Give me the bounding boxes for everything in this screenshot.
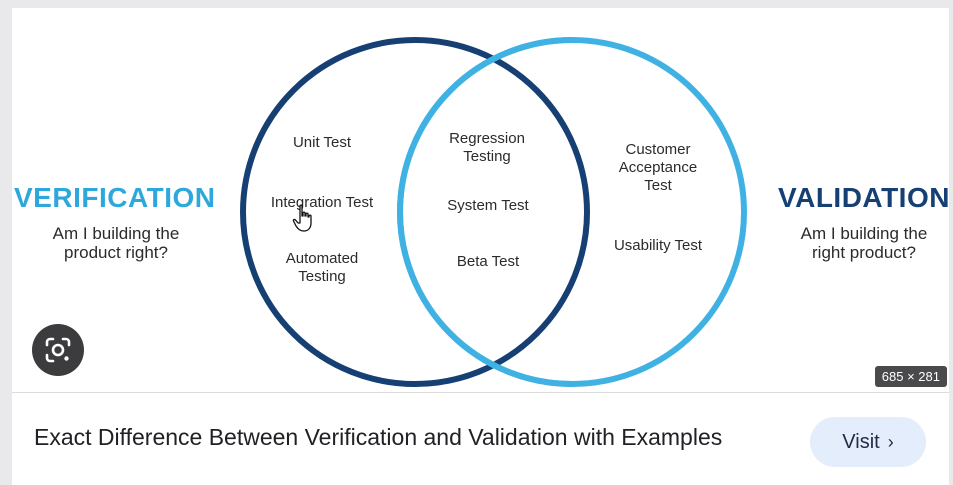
- google-lens-icon: [45, 337, 71, 363]
- verification-subtitle: Am I building the product right?: [52, 224, 180, 262]
- result-title[interactable]: Exact Difference Between Verification an…: [34, 424, 723, 450]
- verification-circle: [240, 37, 590, 387]
- left-item-integration-test: Integration Test: [270, 194, 374, 211]
- hand-cursor-icon: [292, 204, 312, 232]
- middle-item-system-test: System Test: [447, 197, 529, 214]
- validation-subtitle: Am I building the right product?: [800, 224, 928, 262]
- image-dimensions-badge: 685 × 281: [874, 366, 947, 387]
- lens-search-button[interactable]: [32, 324, 84, 376]
- visit-button[interactable]: Visit ›: [810, 417, 926, 467]
- image-result-card[interactable]: VERIFICATION Am I building the product r…: [12, 8, 949, 485]
- visit-label: Visit: [842, 430, 880, 453]
- verification-heading: VERIFICATION: [14, 182, 216, 213]
- validation-heading: VALIDATION: [778, 182, 949, 213]
- middle-item-beta-test: Beta Test: [456, 253, 520, 270]
- result-image[interactable]: VERIFICATION Am I building the product r…: [12, 8, 949, 393]
- overlap-edge: [397, 37, 573, 387]
- middle-item-regression-testing: Regression Testing: [449, 130, 525, 165]
- chevron-right-icon: ›: [887, 431, 894, 452]
- left-item-automated-testing: Automated Testing: [285, 250, 359, 285]
- right-item-usability-test: Usability Test: [613, 237, 703, 254]
- venn-diagram: [240, 37, 747, 387]
- right-item-customer-acceptance-test: Customer Acceptance Test: [618, 141, 698, 194]
- left-item-unit-test: Unit Test: [292, 134, 352, 151]
